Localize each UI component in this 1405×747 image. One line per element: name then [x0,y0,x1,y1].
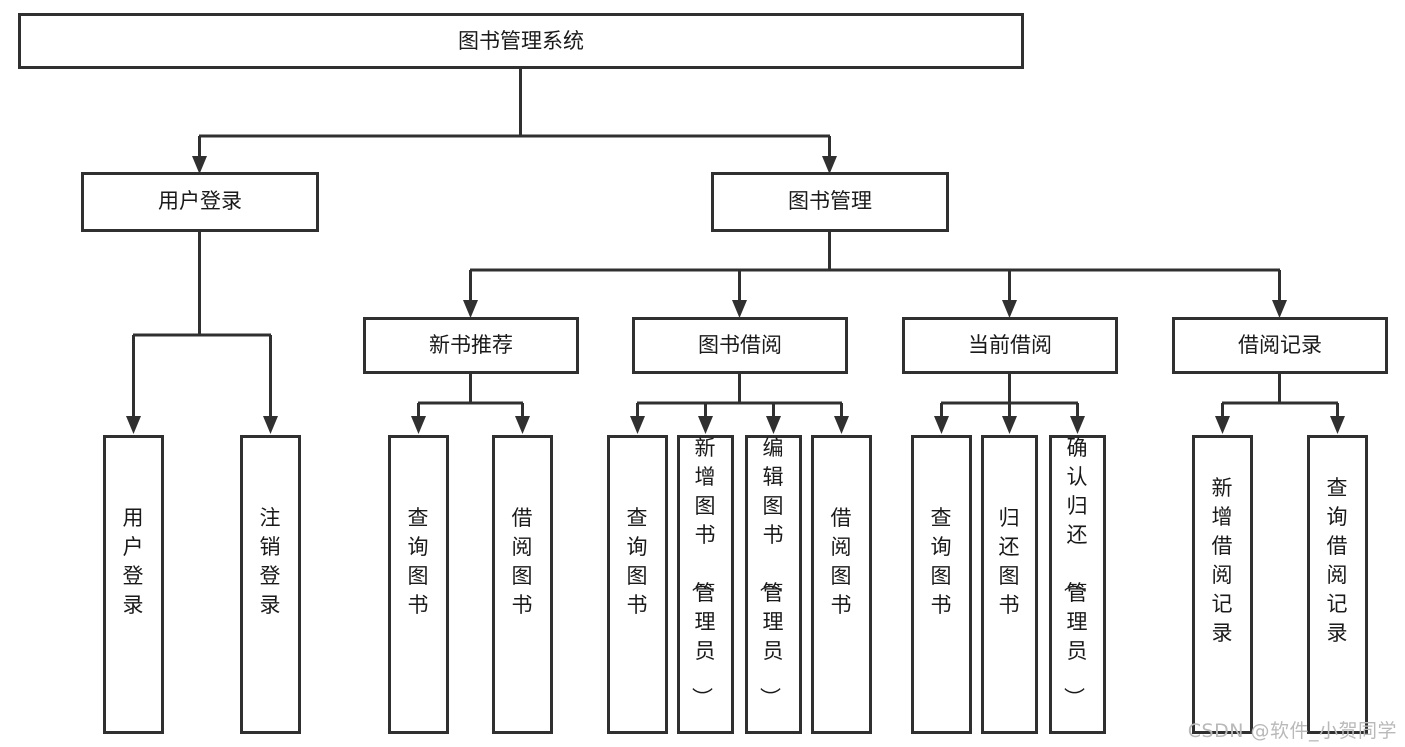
node-current-borrow[interactable]: 当前借阅 [902,317,1118,374]
leaf-borrow-book-bw-label: 借阅图书 [831,506,852,617]
edges-root-to-level2 [192,68,837,174]
leaf-borrow-book-nb-box [492,435,553,734]
edges-borrow-to-leaves [630,373,849,434]
leaf-user-login-label: 用户登录 [123,506,144,617]
leaf-add-book-admin-box [677,435,734,734]
arrowhead-bw-leaf-4 [834,416,849,434]
arrowhead-bw-leaf-3 [766,416,781,434]
arrowhead-nb-leaf-1 [411,416,426,434]
leaf-logout-label: 注销登录 [260,506,281,617]
leaf-query-book-nb-box [388,435,449,734]
leaf-logout-box [240,435,301,734]
node-book-borrow-label: 图书借阅 [698,333,782,357]
leaf-add-borrow-record-label: 新增借阅记录 [1212,476,1233,645]
leaf-borrow-book-nb-label: 借阅图书 [512,506,533,617]
node-user-login[interactable]: 用户登录 [81,172,319,232]
leaf-query-book-cb-box [911,435,972,734]
leaf-query-book-nb-label: 查询图书 [408,506,429,617]
edges-newbook-to-leaves [411,373,530,434]
leaf-borrow-book-nb[interactable]: 借阅图书 [492,435,553,734]
arrowhead-record [1272,300,1287,318]
leaf-query-book-bw[interactable]: 查询图书 [607,435,668,734]
node-root-system[interactable]: 图书管理系统 [18,13,1024,69]
arrowhead-cb-leaf-1 [934,416,949,434]
leaf-user-login-box [103,435,164,734]
arrowhead-current [1002,300,1017,318]
node-borrow-record[interactable]: 借阅记录 [1172,317,1388,374]
arrowhead-br-leaf-1 [1215,416,1230,434]
node-new-book-recommend[interactable]: 新书推荐 [363,317,579,374]
arrowhead-nb-leaf-2 [515,416,530,434]
node-user-login-box [81,172,319,232]
edges-userlogin-to-leaves [126,232,278,434]
edges-current-to-leaves [934,373,1085,434]
node-book-borrow[interactable]: 图书借阅 [632,317,848,374]
node-root-box [18,13,1024,69]
leaf-edit-book-admin-box [745,435,802,734]
leaf-return-book-label: 归还图书 [999,506,1020,617]
csdn-watermark: CSDN @软件_小贺同学 [1187,720,1397,742]
leaf-query-borrow-record-box [1307,435,1368,734]
arrowhead-newbook [463,300,478,318]
leaf-borrow-book-bw-box [811,435,872,734]
leaf-return-book-box [981,435,1038,734]
node-user-login-label: 用户登录 [158,189,242,213]
leaf-confirm-return-admin-label: 确认归还（管理员） [1062,436,1088,708]
node-book-management-label: 图书管理 [788,189,872,213]
leaf-add-book-admin[interactable]: 新增图书（管理员） [677,435,734,734]
arrowhead-userlogin [192,156,207,174]
node-book-borrow-box [632,317,848,374]
arrowhead-bookmgmt [822,156,837,174]
leaf-borrow-book-bw[interactable]: 借阅图书 [811,435,872,734]
arrowhead-bw-leaf-1 [630,416,645,434]
arrowhead-br-leaf-2 [1330,416,1345,434]
leaf-logout[interactable]: 注销登录 [240,435,301,734]
node-borrow-record-box [1172,317,1388,374]
arrowhead-borrow [732,300,747,318]
leaf-query-book-bw-box [607,435,668,734]
leaf-edit-book-admin[interactable]: 编辑图书（管理员） [745,435,802,734]
node-current-borrow-box [902,317,1118,374]
node-root-label: 图书管理系统 [458,29,584,53]
leaf-query-book-cb-label: 查询图书 [931,506,952,617]
leaf-query-borrow-record[interactable]: 查询借阅记录 [1307,435,1368,734]
leaf-return-book[interactable]: 归还图书 [981,435,1038,734]
arrowhead-cb-leaf-2 [1002,416,1017,434]
leaf-confirm-return-admin[interactable]: 确认归还（管理员） [1049,435,1106,734]
edges-bookmgmt-to-level3 [463,232,1287,318]
node-borrow-record-label: 借阅记录 [1238,333,1322,357]
node-current-borrow-label: 当前借阅 [968,333,1052,357]
leaf-edit-book-admin-label: 编辑图书（管理员） [758,436,784,708]
leaf-query-book-bw-label: 查询图书 [627,506,648,617]
arrowhead-leaf-logout [263,416,278,434]
leaf-confirm-return-admin-box [1049,435,1106,734]
node-book-management[interactable]: 图书管理 [711,172,949,232]
leaf-add-book-admin-label: 新增图书（管理员） [690,436,716,708]
arrowhead-leaf-user-login [126,416,141,434]
leaf-query-book-nb[interactable]: 查询图书 [388,435,449,734]
arrowhead-cb-leaf-3 [1070,416,1085,434]
arrowhead-bw-leaf-2 [698,416,713,434]
edges-record-to-leaves [1215,373,1345,434]
leaf-add-borrow-record-box [1192,435,1253,734]
leaf-user-login[interactable]: 用户登录 [103,435,164,734]
node-new-book-recommend-box [363,317,579,374]
leaf-query-book-cb[interactable]: 查询图书 [911,435,972,734]
node-new-book-recommend-label: 新书推荐 [429,333,513,357]
leaf-query-borrow-record-label: 查询借阅记录 [1327,476,1348,645]
leaf-add-borrow-record[interactable]: 新增借阅记录 [1192,435,1253,734]
node-book-management-box [711,172,949,232]
